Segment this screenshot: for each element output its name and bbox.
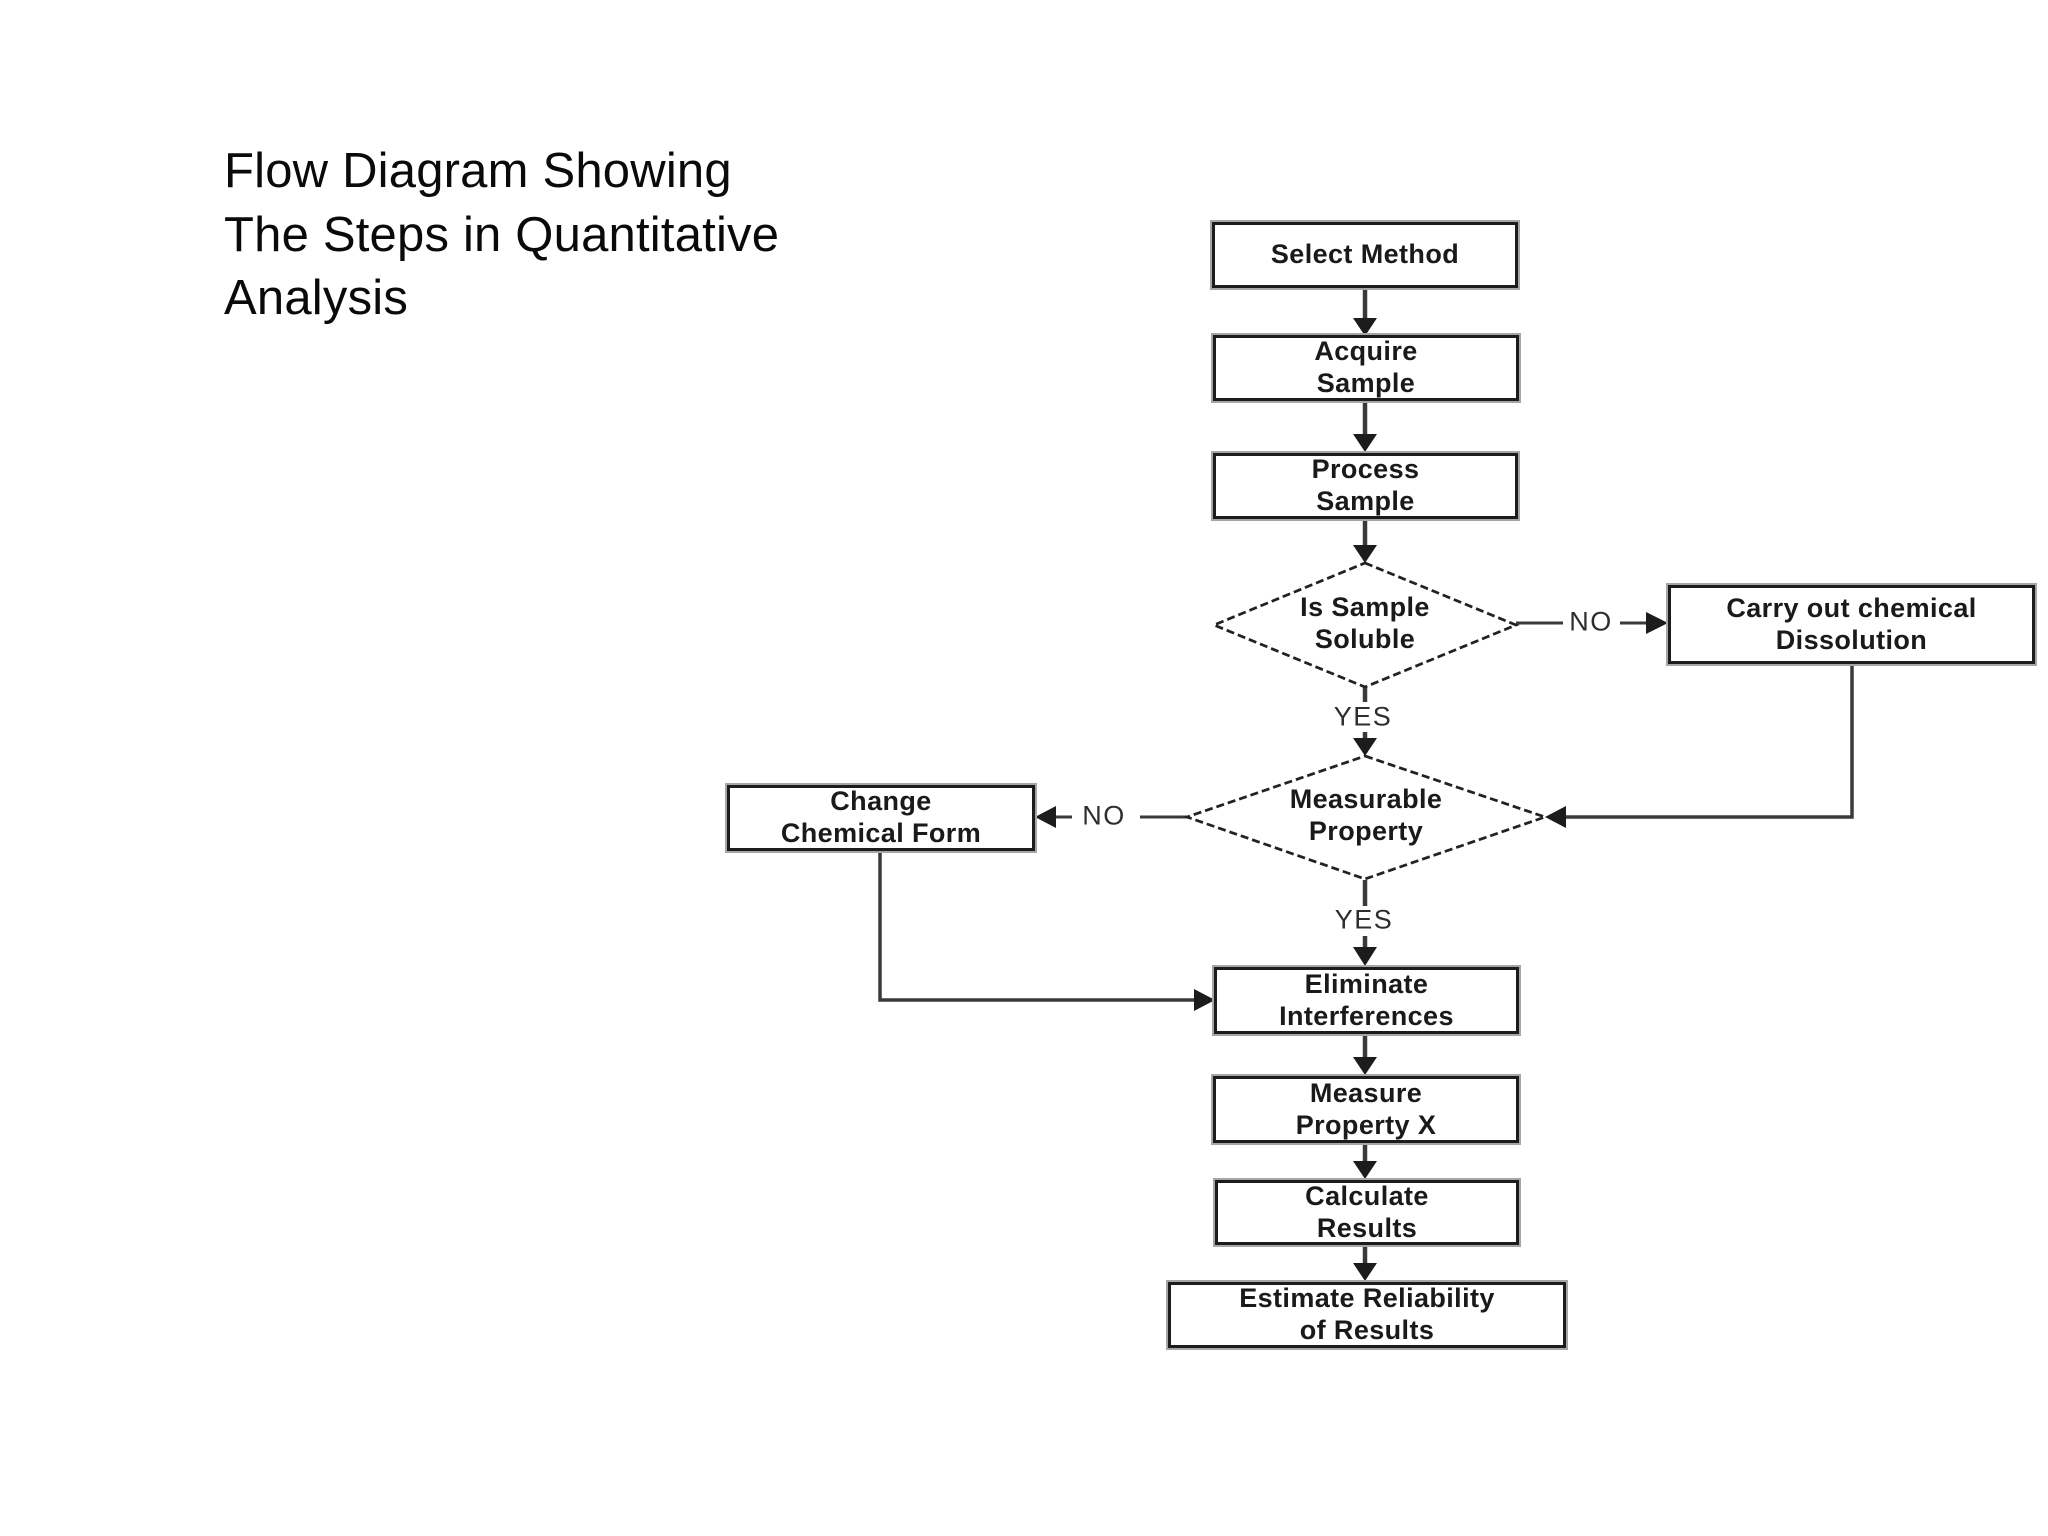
diagram-title: Flow Diagram Showing The Steps in Quanti… [224,144,780,326]
edge-process-to-soluble [1353,518,1377,563]
edge-soluble-no-to-dissolution [1516,612,1668,634]
decision-diamond-is-sample-soluble [1210,561,1520,689]
edge-label-no-soluble: NO [1569,606,1613,637]
node-label: Change Chemical Form [780,786,982,848]
node-acquire-sample: Acquire Sample [1211,333,1521,403]
edge-soluble-yes-to-measurable [1353,687,1377,756]
node-label: Select Method [1270,239,1460,270]
node-label: Measure Property X [1295,1077,1437,1140]
node-label: Calculate Results [1305,1180,1429,1243]
node-label: Estimate Reliability of Results [1239,1283,1495,1345]
edge-label-no-measurable: NO [1082,800,1126,831]
edge-select-to-acquire [1353,287,1377,336]
node-is-sample-soluble-label: Is Sample Soluble [1300,592,1430,654]
node-label: Process Sample [1311,454,1420,516]
node-label: Eliminate Interferences [1279,968,1454,1031]
edge-eliminate-to-measure [1353,1033,1377,1075]
edge-calculate-to-estimate [1353,1244,1377,1281]
node-process-sample: Process Sample [1211,451,1520,521]
node-change-chemical-form: Change Chemical Form [725,783,1037,853]
node-eliminate-interferences: Eliminate Interferences [1212,965,1521,1036]
node-estimate-reliability-of-results: Estimate Reliability of Results [1166,1280,1568,1350]
edge-label-yes-measurable: YES [1334,904,1394,935]
edge-dissolution-to-measurable [1545,664,1854,828]
node-measurable-property-label: Measurable Property [1289,784,1443,846]
edge-acquire-to-process [1353,400,1377,452]
decision-diamond-measurable-property [1182,754,1550,881]
node-label: Acquire Sample [1314,336,1418,398]
node-label: Carry out chemical Dissolution [1726,592,1977,655]
node-carry-out-chemical-dissolution: Carry out chemical Dissolution [1666,583,2037,666]
node-select-method: Select Method [1210,220,1520,290]
edge-measurable-no-to-change [1035,806,1187,828]
node-measure-property-x: Measure Property X [1211,1074,1521,1145]
edge-measurable-yes-to-eliminate [1353,880,1377,966]
edge-change-to-eliminate [878,851,1215,1011]
node-calculate-results: Calculate Results [1213,1178,1521,1247]
edge-measure-to-calculate [1353,1142,1377,1179]
edge-label-yes-soluble: YES [1333,701,1393,732]
